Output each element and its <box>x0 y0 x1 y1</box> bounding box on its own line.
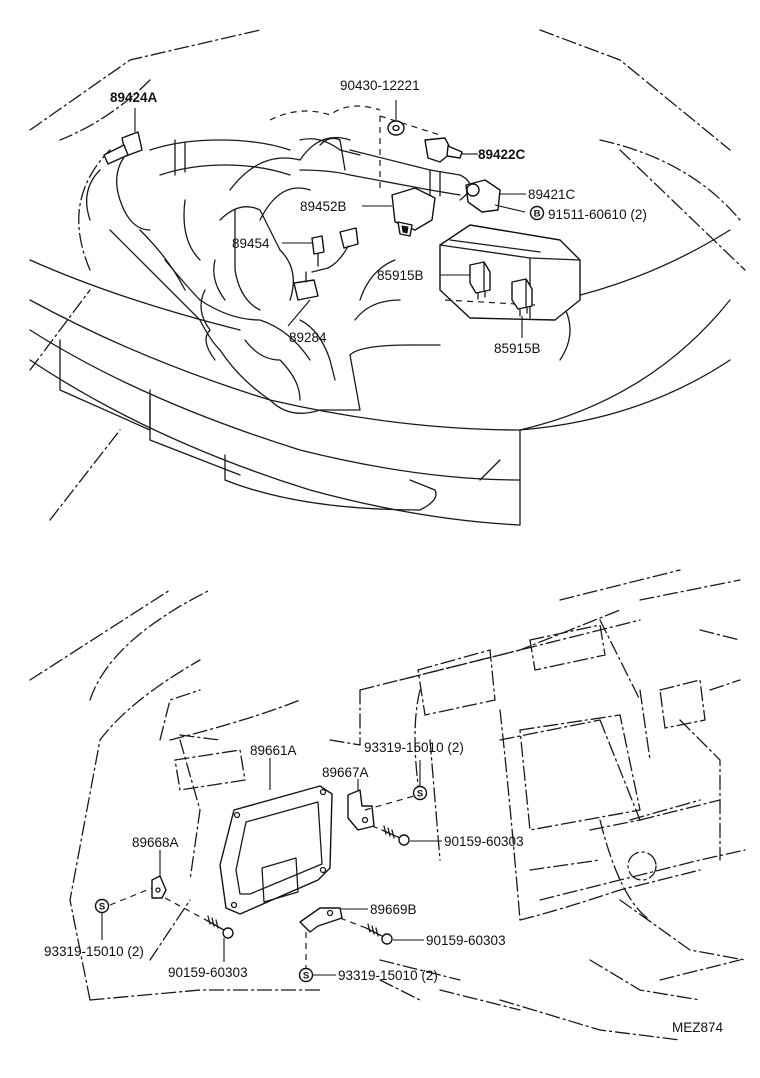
label-91511-60610: 91511-60610 (2) <box>548 207 647 222</box>
part-90159-60303-bolt-right-2 <box>365 923 424 945</box>
screw-marker-icon: S <box>94 898 110 940</box>
assembly-line <box>109 887 153 906</box>
label-89669B: 89669B <box>370 902 417 917</box>
assembly-line <box>164 897 207 921</box>
label-89661A: 89661A <box>250 743 297 758</box>
label-89454: 89454 <box>232 236 270 251</box>
part-85915B-relay-b <box>511 278 533 338</box>
part-89421C-sensor <box>465 179 526 213</box>
part-89668A-bracket <box>151 850 167 899</box>
label-85915B-lower: 85915B <box>494 341 541 356</box>
label-90159-60303-bottom: 90159-60303 <box>168 965 248 980</box>
part-90430-washer <box>379 100 441 190</box>
part-89454-sensor <box>282 227 359 273</box>
label-89424A: 89424A <box>110 90 158 105</box>
dashboard-drawing <box>29 569 746 1041</box>
assembly-line <box>364 795 415 811</box>
assembly-line <box>371 825 383 831</box>
label-89422C: 89422C <box>478 147 526 162</box>
part-89661A-ecu <box>219 758 333 915</box>
svg-text:S: S <box>99 902 105 913</box>
part-89284-connector <box>287 271 319 327</box>
figure-code: MEZ874 <box>672 1020 724 1035</box>
label-89668A: 89668A <box>132 835 179 850</box>
part-89422C-sensor <box>424 137 478 163</box>
svg-text:B: B <box>534 209 541 220</box>
label-90159-60303-right-2: 90159-60303 <box>426 933 506 948</box>
label-89452B: 89452B <box>300 199 347 214</box>
assembly-line <box>339 917 367 929</box>
part-89452B-throttle-sensor <box>362 187 436 237</box>
label-93319-15010-bottom: 93319-15010 (2) <box>338 968 438 983</box>
label-90430-12221: 90430-12221 <box>340 78 420 93</box>
screw-marker-icon: S <box>412 760 428 801</box>
part-89424A-sensor <box>103 108 143 165</box>
label-89667A: 89667A <box>322 765 369 780</box>
label-89284: 89284 <box>289 330 327 345</box>
label-90159-60303-right-1: 90159-60303 <box>444 834 524 849</box>
label-93319-15010-left: 93319-15010 (2) <box>44 944 144 959</box>
engine-compartment-drawing <box>29 29 746 526</box>
part-90159-60303-bolt-bottom <box>205 915 234 962</box>
part-89669B-bracket <box>299 907 368 933</box>
label-85915B-upper: 85915B <box>377 268 424 283</box>
label-89421C: 89421C <box>528 187 576 202</box>
label-93319-15010-top: 93319-15010 (2) <box>364 740 464 755</box>
part-90159-60303-bolt-right-1 <box>381 825 442 846</box>
part-89667A-bracket <box>347 779 375 831</box>
part-85915B-relay-a <box>440 261 491 300</box>
svg-text:S: S <box>417 789 423 800</box>
svg-text:S: S <box>303 971 309 982</box>
bolt-marker-icon: B <box>529 205 545 221</box>
screw-marker-icon: S <box>298 967 336 983</box>
